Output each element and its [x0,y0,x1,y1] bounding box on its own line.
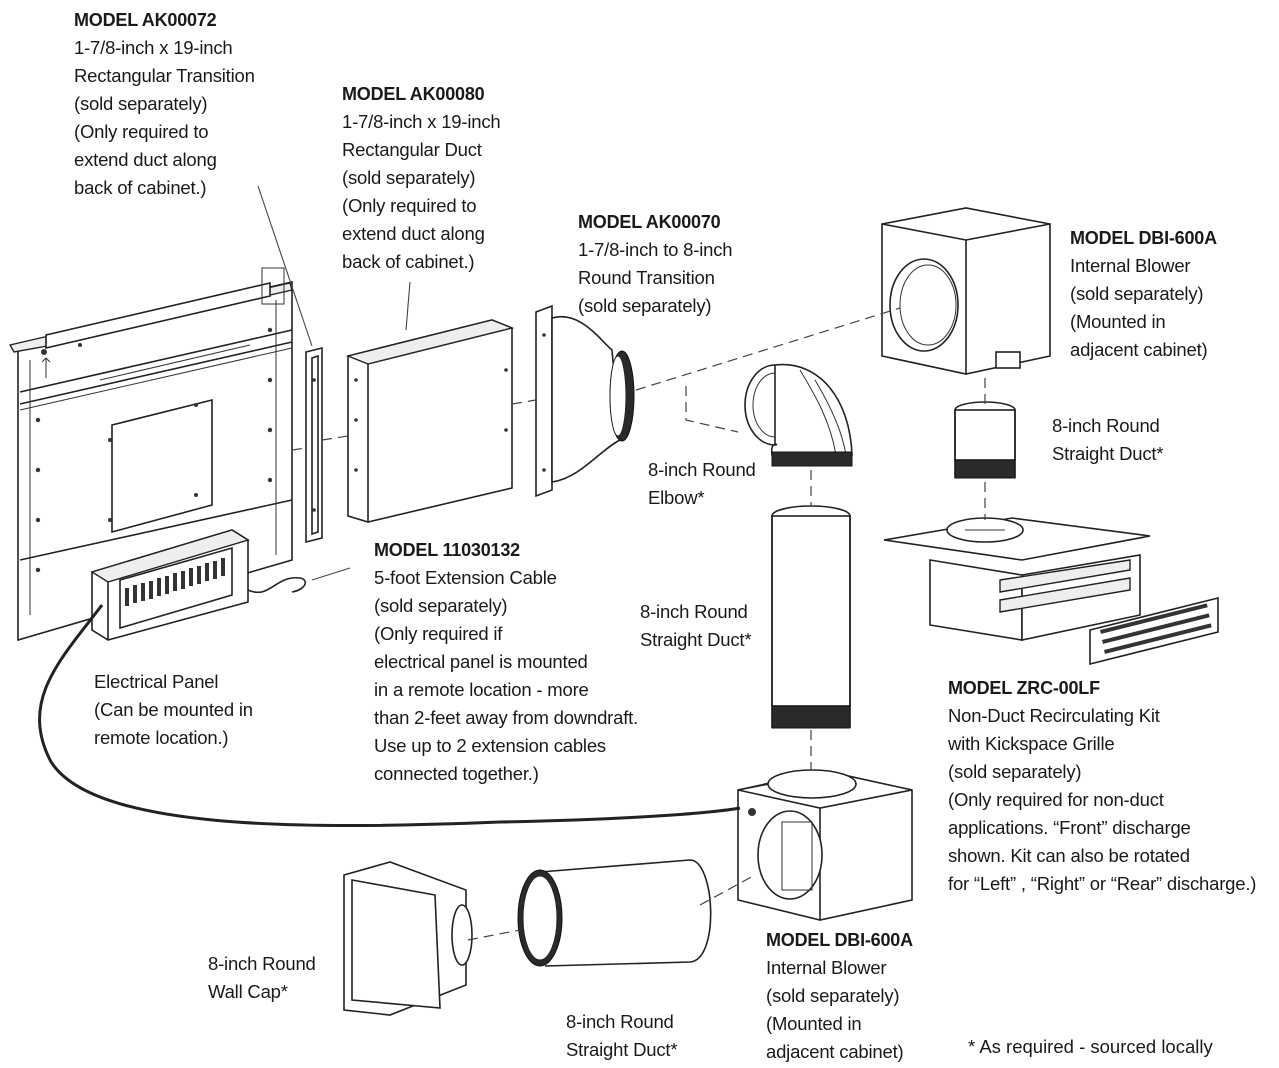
label-line: Use up to 2 extension cables [374,735,606,756]
label-line: 1-7/8-inch x 19-inch [342,111,501,132]
label-zrc: MODEL ZRC-00LF Non-Duct Recirculating Ki… [948,674,1256,898]
label-line: applications. “Front” discharge [948,817,1191,838]
label-line: Internal Blower [1070,255,1191,276]
label-line: electrical panel is mounted [374,651,588,672]
label-wall-cap: 8-inch Round Wall Cap* [208,950,316,1006]
label-title: MODEL 11030132 [374,540,520,560]
label-line: adjacent cabinet) [1070,339,1208,360]
label-line: 5-foot Extension Cable [374,567,557,588]
kickspace-grille [1089,596,1219,666]
label-dbi-bottom: MODEL DBI-600A Internal Blower (sold sep… [766,926,913,1066]
label-line: back of cabinet.) [342,251,475,272]
label-ak00080: MODEL AK00080 1-7/8-inch x 19-inch Recta… [342,80,501,276]
label-line: (Only required for non-duct [948,789,1164,810]
label-line: (sold separately) [578,295,712,316]
round-transition [535,304,635,498]
label-line: connected together.) [374,763,539,784]
label-line: 1-7/8-inch x 19-inch [74,37,233,58]
label-ak00072: MODEL AK00072 1-7/8-inch x 19-inch Recta… [74,6,255,202]
downdraft-unit [8,267,293,642]
straight-duct-bottom [517,859,712,967]
label-line: Electrical Panel [94,671,219,692]
label-title: MODEL DBI-600A [1070,228,1217,248]
label-title: MODEL DBI-600A [766,930,913,950]
label-line: (Only required to [74,121,209,142]
straight-duct-mid [771,505,851,729]
label-line: (Mounted in [766,1013,862,1034]
label-dbi-top: MODEL DBI-600A Internal Blower (sold sep… [1070,224,1217,364]
label-elbow: 8-inch Round Elbow* [648,456,756,512]
label-line: remote location.) [94,727,229,748]
label-line: 8-inch Round [566,1011,674,1032]
rectangular-duct [345,319,515,523]
label-line: 8-inch Round [1052,415,1160,436]
label-line: Rectangular Duct [342,139,482,160]
label-line: (sold separately) [74,93,208,114]
label-line: Non-Duct Recirculating Kit [948,705,1160,726]
label-duct-right: 8-inch Round Straight Duct* [1052,412,1164,468]
label-line: in a remote location - more [374,679,589,700]
label-line: (Only required if [374,623,503,644]
label-cable: MODEL 11030132 5-foot Extension Cable (s… [374,536,638,788]
label-title: MODEL AK00072 [74,10,217,30]
label-electrical-panel: Electrical Panel (Can be mounted in remo… [94,668,253,752]
alignment-lines [291,307,986,941]
recirculating-kit [883,517,1151,641]
label-line: (sold separately) [374,595,508,616]
label-line: shown. Kit can also be rotated [948,845,1190,866]
label-ak00070: MODEL AK00070 1-7/8-inch to 8-inch Round… [578,208,733,320]
label-line: Straight Duct* [1052,443,1164,464]
blower-bottom [737,769,913,921]
label-line: adjacent cabinet) [766,1041,904,1062]
electrical-panel [90,529,307,641]
straight-duct-right [954,401,1016,479]
label-title: MODEL AK00080 [342,84,485,104]
label-duct-bottom: 8-inch Round Straight Duct* [566,1008,678,1064]
label-line: 8-inch Round [640,601,748,622]
label-line: with Kickspace Grille [948,733,1115,754]
label-line: for “Left” , “Right” or “Rear” discharge… [948,873,1257,894]
label-line: Wall Cap* [208,981,288,1002]
label-line: (sold separately) [1070,283,1204,304]
label-line: 8-inch Round [648,459,756,480]
label-line: extend duct along [342,223,485,244]
round-elbow [744,363,853,467]
leader-lines [257,185,411,581]
label-line: (sold separately) [948,761,1082,782]
label-line: Straight Duct* [566,1039,678,1060]
label-line: Round Transition [578,267,715,288]
footnote: * As required - sourced locally [968,1036,1213,1057]
label-line: Internal Blower [766,957,887,978]
wall-cap [343,861,473,1016]
label-line: (Mounted in [1070,311,1166,332]
rectangular-transition [305,346,323,544]
label-line: 8-inch Round [208,953,316,974]
label-line: Elbow* [648,487,705,508]
blower-top [881,207,1051,375]
label-title: MODEL AK00070 [578,212,721,232]
label-title: MODEL ZRC-00LF [948,678,1100,698]
extension-cable [38,604,741,828]
label-line: (Only required to [342,195,477,216]
label-line: Rectangular Transition [74,65,255,86]
label-line: (sold separately) [342,167,476,188]
label-line: than 2-feet away from downdraft. [374,707,639,728]
label-duct-mid: 8-inch Round Straight Duct* [640,598,752,654]
label-line: back of cabinet.) [74,177,207,198]
label-line: Straight Duct* [640,629,752,650]
label-line: 1-7/8-inch to 8-inch [578,239,733,260]
label-line: (Can be mounted in [94,699,253,720]
label-line: extend duct along [74,149,217,170]
label-line: (sold separately) [766,985,900,1006]
